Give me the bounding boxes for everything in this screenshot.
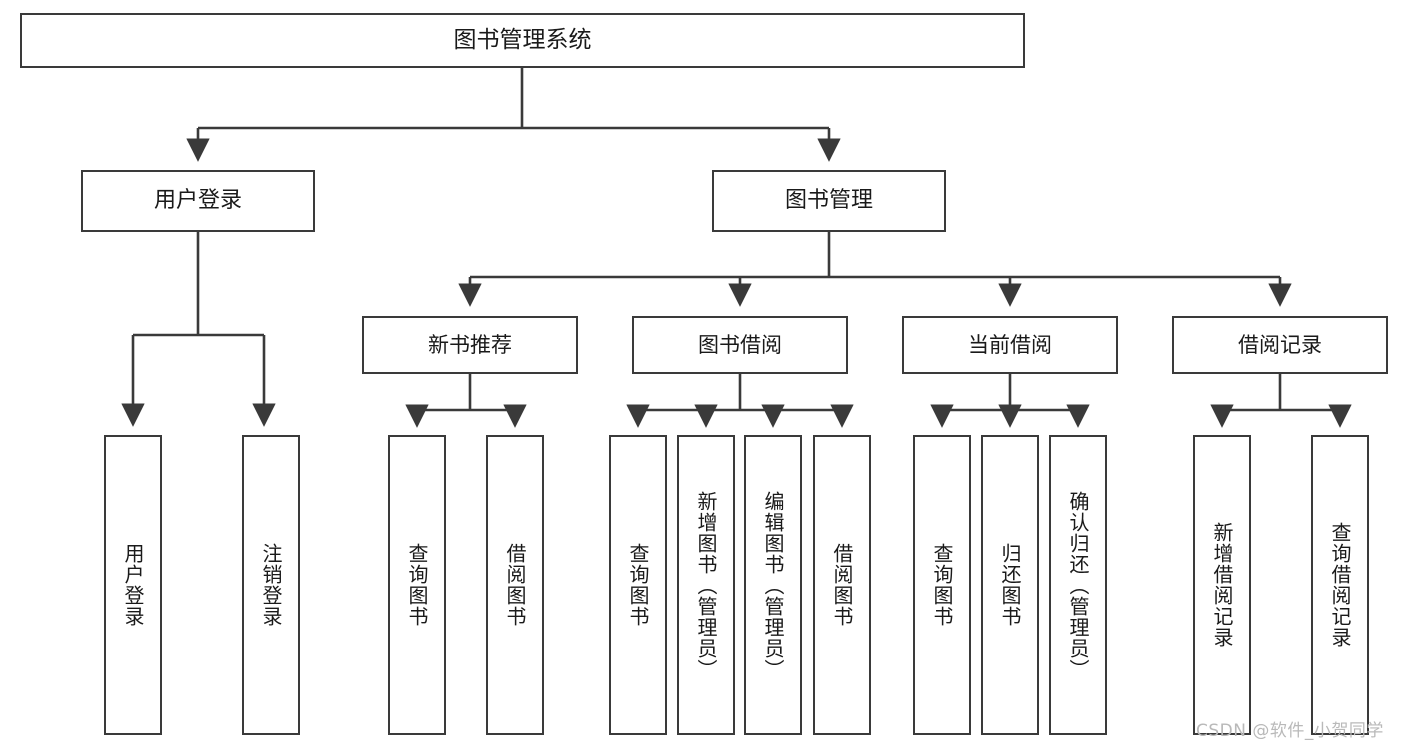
node-borrow-record[interactable]: 借阅记录	[1172, 316, 1388, 374]
node-book-borrow-label: 图书借阅	[698, 332, 782, 357]
node-book-borrow[interactable]: 图书借阅	[632, 316, 848, 374]
leaf-borrow-book-1-label: 借阅图书	[503, 543, 527, 627]
leaf-query-book-1[interactable]: 查询图书	[388, 435, 446, 735]
leaf-query-record-label: 查询借阅记录	[1328, 522, 1352, 648]
node-root-system[interactable]: 图书管理系统	[20, 13, 1025, 68]
leaf-edit-book[interactable]: 编辑图书（管理员）	[744, 435, 802, 735]
leaf-add-record-label: 新增借阅记录	[1210, 522, 1234, 648]
leaf-query-book-1-label: 查询图书	[405, 543, 429, 627]
leaf-confirm-return[interactable]: 确认归还（管理员）	[1049, 435, 1107, 735]
leaf-edit-book-label: 编辑图书（管理员）	[761, 490, 785, 680]
node-user-login-label: 用户登录	[153, 188, 242, 214]
leaf-add-book-label: 新增图书（管理员）	[694, 490, 718, 680]
leaf-query-book-2-label: 查询图书	[626, 543, 650, 627]
leaf-borrow-book-2-label: 借阅图书	[830, 543, 854, 627]
leaf-query-record[interactable]: 查询借阅记录	[1311, 435, 1369, 735]
leaf-query-book-3-label: 查询图书	[930, 543, 954, 627]
node-root-label: 图书管理系统	[453, 26, 592, 53]
leaf-confirm-return-label: 确认归还（管理员）	[1066, 490, 1090, 680]
leaf-query-book-2[interactable]: 查询图书	[609, 435, 667, 735]
leaf-user-login-label: 用户登录	[121, 543, 145, 627]
node-current-borrow-label: 当前借阅	[968, 332, 1052, 357]
leaf-logout-login[interactable]: 注销登录	[242, 435, 300, 735]
node-book-management[interactable]: 图书管理	[712, 170, 946, 232]
node-new-book-recommend[interactable]: 新书推荐	[362, 316, 578, 374]
leaf-query-book-3[interactable]: 查询图书	[913, 435, 971, 735]
node-current-borrow[interactable]: 当前借阅	[902, 316, 1118, 374]
leaf-logout-login-label: 注销登录	[259, 543, 283, 627]
node-borrow-record-label: 借阅记录	[1238, 332, 1322, 357]
leaf-borrow-book-1[interactable]: 借阅图书	[486, 435, 544, 735]
leaf-borrow-book-2[interactable]: 借阅图书	[813, 435, 871, 735]
leaf-return-book-label: 归还图书	[998, 543, 1022, 627]
node-user-login[interactable]: 用户登录	[81, 170, 315, 232]
leaf-return-book[interactable]: 归还图书	[981, 435, 1039, 735]
csdn-watermark: CSDN @软件_小贺同学	[1196, 721, 1384, 741]
node-new-book-recommend-label: 新书推荐	[428, 332, 512, 357]
leaf-add-record[interactable]: 新增借阅记录	[1193, 435, 1251, 735]
node-book-management-label: 图书管理	[784, 188, 873, 214]
leaf-add-book[interactable]: 新增图书（管理员）	[677, 435, 735, 735]
leaf-user-login[interactable]: 用户登录	[104, 435, 162, 735]
